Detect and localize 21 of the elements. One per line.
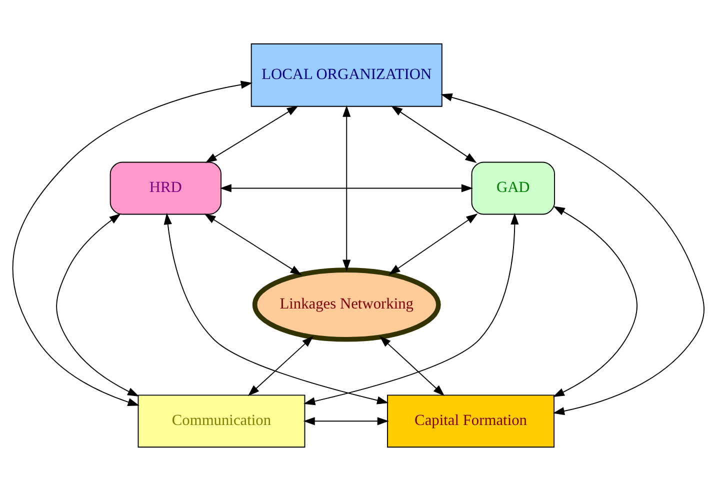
arrow: [56, 213, 140, 396]
arrow: [342, 105, 351, 272]
node-box: GAD: [471, 162, 556, 215]
arrow: [12, 80, 252, 406]
arrow: [552, 206, 638, 397]
arrow: [304, 212, 519, 406]
node-box: HRD: [110, 162, 222, 215]
arrow: [248, 336, 314, 396]
node-box: LOCAL ORGANIZATION: [250, 43, 442, 107]
arrow: [204, 214, 302, 276]
arrow: [164, 212, 389, 404]
node-box: Communication: [138, 394, 306, 448]
arrow: [303, 417, 389, 426]
arrow: [388, 214, 478, 275]
arrow: [220, 184, 473, 192]
node-box: Capital Formation: [387, 394, 555, 448]
arrow: [440, 93, 704, 416]
arrow: [379, 336, 445, 396]
arrow: [205, 106, 298, 163]
arrow: [390, 106, 477, 163]
node-ellipse: Linkages Networking: [252, 268, 441, 342]
